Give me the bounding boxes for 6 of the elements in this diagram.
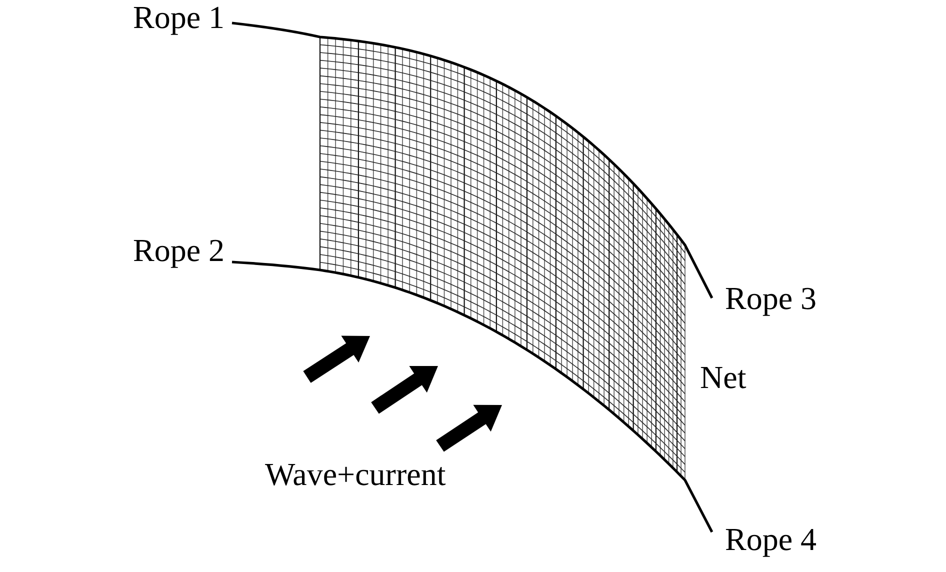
- rope-label: Rope 4: [725, 523, 817, 555]
- flow-label: Wave+current: [265, 458, 446, 490]
- rope-label: Rope 3: [725, 282, 817, 314]
- rope-label: Rope 2: [133, 234, 225, 266]
- rope-label: Rope 1: [133, 1, 225, 33]
- net-label: Net: [700, 361, 746, 393]
